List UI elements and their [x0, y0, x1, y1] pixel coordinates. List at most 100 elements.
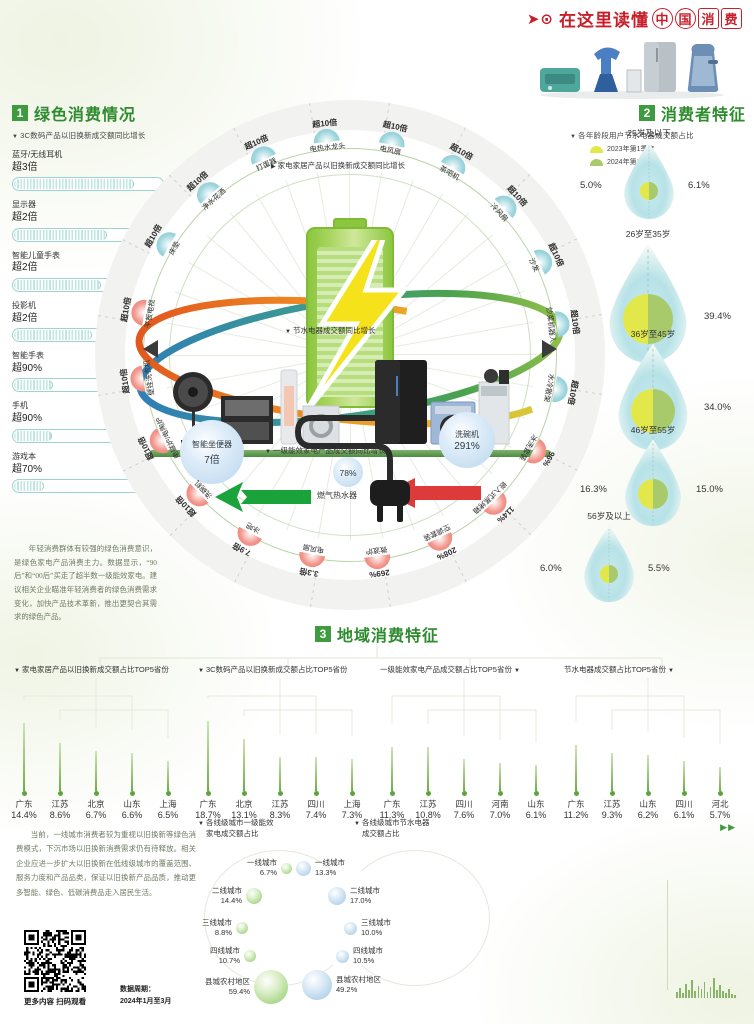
tier-name: 二线城市 — [212, 886, 242, 895]
section2-header: 2 消费者特征 — [556, 101, 746, 125]
province-stem — [131, 753, 133, 792]
qr-caption: 更多内容 扫码观看 — [24, 997, 87, 1006]
province-name: 广东 — [199, 799, 217, 810]
province-dot — [241, 791, 247, 797]
tier-bubble — [236, 922, 248, 935]
age-drop-pct-2024: 5.5% — [648, 563, 670, 575]
bar-label: 蓝牙/无线耳机 — [12, 150, 63, 159]
tier-value: 8.8% — [214, 928, 232, 938]
age-drop-shape — [578, 524, 640, 605]
legend-label-2023: 2023年第1季度 — [607, 146, 655, 153]
province-name: 河北 — [711, 799, 729, 810]
micro-bar — [676, 992, 678, 998]
note-water-saving-growth-text: 节水电器成交额同比增长 — [292, 326, 376, 335]
age-drop-shape — [600, 242, 696, 367]
tier-value: 14.4% — [220, 896, 242, 906]
province-value: 8.3% — [269, 810, 291, 821]
core-2023 — [600, 564, 609, 583]
bar-value: 超2倍 — [12, 262, 38, 274]
legend-item-1: 2024年第1季度 — [590, 157, 746, 167]
group-label-text: 一级能效家电产品成交额占比TOP5省份 — [380, 665, 512, 674]
bubble-gas-water-heater: 78% — [333, 457, 363, 487]
micro-bar — [728, 989, 730, 998]
micro-bar — [682, 993, 684, 998]
micro-bar-decoration — [676, 972, 737, 998]
legend-swatch-2023 — [590, 145, 603, 153]
caret-down-icon: ▼ — [14, 668, 20, 674]
micro-bar — [706, 992, 709, 998]
age-drop-core — [638, 479, 668, 509]
tier-name: 四线城市 — [210, 946, 240, 955]
note-grade1-efficiency-growth: ▼一级能效家电产品成交额同比增长 — [265, 445, 385, 456]
caret-down-icon: ▼ — [513, 668, 520, 674]
bar-fill — [14, 430, 52, 441]
core-2024 — [649, 181, 658, 200]
tier-right-header-line2: 成交额占比 — [362, 828, 400, 838]
micro-bar — [709, 987, 712, 998]
tier-bubble — [336, 949, 349, 963]
bar-label: 投影机 — [12, 300, 36, 310]
data-period: 数据周期： 2024年1月至3月 — [120, 984, 171, 1008]
double-caret-icon: ▶▶ — [720, 822, 736, 832]
province-name: 四川 — [675, 799, 693, 810]
province-value: 7.3% — [341, 810, 363, 821]
bar-fill — [14, 330, 92, 341]
group-label: ▼3C数码产品以旧换新成交额占比TOP5省份 — [196, 664, 348, 675]
province-value: 6.6% — [121, 810, 143, 821]
triangle-left-icon — [143, 340, 158, 358]
province-dot — [349, 791, 355, 797]
micro-bar — [679, 988, 681, 998]
province-dot — [277, 791, 283, 797]
province-value: 13.1% — [231, 810, 257, 821]
section3-header: 3 地域消费特征 — [314, 622, 439, 646]
tier-right-arc — [340, 850, 490, 986]
section2-legend: 2023年第1季度 2024年第1季度 — [590, 144, 746, 167]
micro-bar — [712, 978, 715, 998]
tier-bubble — [281, 862, 292, 874]
province-dot — [645, 791, 651, 797]
province-stem — [23, 723, 25, 792]
province-stem — [611, 753, 613, 792]
legend-label-2024: 2024年第1季度 — [607, 159, 655, 166]
bubble-smart-toilet-value: 7倍 — [204, 454, 220, 466]
tier-left-header-line1: 各线级城市一级能效 — [205, 818, 274, 827]
bar-label: 智能儿童手表 — [12, 250, 60, 260]
tier-value: 17.0% — [350, 896, 372, 906]
province-name: 四川 — [455, 799, 473, 810]
central-ring-diagram: ▶家电家居产品以旧换新成交额同比增长 ▼节水电器成交额同比增长 ▼一级能效家电产… — [95, 100, 605, 610]
caret-down-icon: ▼ — [354, 821, 360, 827]
province-value: 6.1% — [673, 810, 695, 821]
bar-item: 游戏本超70% — [12, 451, 169, 494]
bar-label: 游戏本 — [12, 451, 36, 461]
tier-left-header: ▼各线级城市一级能效 家电成交额占比 — [198, 818, 273, 840]
province-name: 北京 — [235, 799, 253, 810]
province-name: 江苏 — [603, 799, 621, 810]
province-value: 7.0% — [489, 810, 511, 821]
province-dot — [497, 791, 503, 797]
micro-bar — [719, 985, 721, 998]
bottom-paragraph: 当前，一线城市消费者较为重视以旧换新等绿色消费模式，下沉市场以旧换新消费需求仍有… — [16, 830, 196, 897]
qr-code[interactable] — [24, 930, 86, 992]
arrow-left-green-icon — [215, 482, 311, 512]
province-name: 广东 — [567, 799, 585, 810]
province-name: 山东 — [527, 799, 545, 810]
province-dot — [93, 791, 99, 797]
tier-name: 二线城市 — [350, 886, 380, 895]
bubble-dishwasher-value: 291% — [454, 440, 480, 452]
legend-swatch-2024 — [590, 158, 603, 166]
